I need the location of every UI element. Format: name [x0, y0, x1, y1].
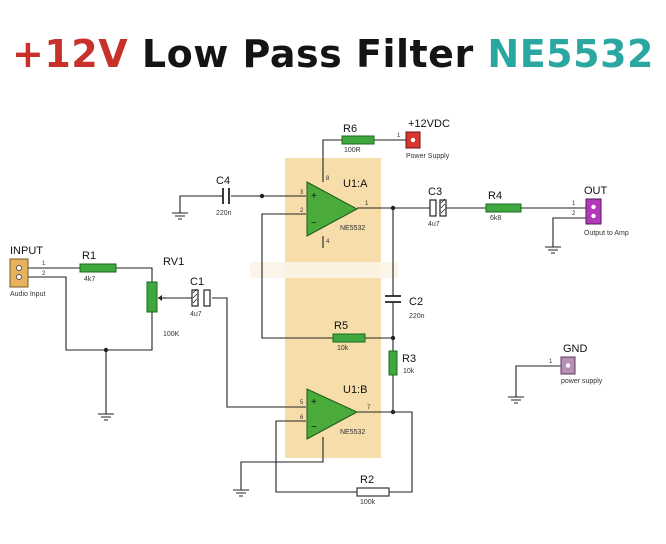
r2-ref: R2 — [360, 474, 374, 486]
gnd-connector — [560, 356, 576, 375]
r3-val: 10k — [403, 368, 415, 375]
r6-resistor — [341, 135, 375, 145]
page-title: +12V Low Pass Filter NE5532 — [0, 32, 666, 76]
gnd-label: GND — [563, 343, 588, 355]
svg-text:+: + — [311, 397, 317, 408]
r2-val: 100k — [360, 499, 376, 506]
input-desc: Audio Input — [10, 291, 45, 298]
title-voltage: +12V — [12, 32, 129, 76]
u1b-pin5: 5 — [300, 400, 304, 406]
u1a-pin2: 2 — [300, 208, 304, 214]
u1b-opamp: + − — [306, 388, 359, 440]
u1b-part: NE5532 — [340, 429, 365, 436]
r6-ref: R6 — [343, 123, 357, 135]
vdc-connector — [405, 131, 421, 149]
c3-ref: C3 — [428, 186, 442, 198]
r4-val: 6k8 — [490, 215, 501, 222]
rv1-potentiometer — [146, 281, 166, 313]
rv1-val: 100K — [163, 331, 180, 338]
c4-capacitor — [219, 188, 230, 204]
u1a-ref: U1:A — [343, 178, 368, 190]
c1-ref: C1 — [190, 276, 204, 288]
input-pin2: 2 — [42, 271, 46, 277]
vdc-desc: Power Supply — [406, 153, 450, 160]
r1-ref: R1 — [82, 250, 96, 262]
rv1-ref: RV1 — [163, 256, 184, 268]
r2-resistor — [356, 487, 390, 497]
c1-capacitor — [191, 288, 211, 307]
r6-val: 100R — [344, 147, 361, 154]
out-desc: Output to Amp — [584, 230, 629, 237]
r3-resistor — [388, 350, 398, 376]
r5-ref: R5 — [334, 320, 348, 332]
u1a-pin4: 4 — [326, 239, 330, 245]
title-main: Low Pass Filter — [128, 32, 488, 76]
input-label: INPUT — [10, 245, 43, 257]
fade-strip — [250, 262, 398, 278]
r5-resistor — [332, 333, 366, 343]
c2-ref: C2 — [409, 296, 423, 308]
out-label: OUT — [584, 185, 608, 197]
c4-val: 220n — [216, 210, 232, 217]
input-pin1: 1 — [42, 261, 46, 267]
u1a-pin8: 8 — [326, 176, 330, 182]
vdc-pin: 1 — [397, 133, 401, 139]
out-connector — [585, 198, 602, 225]
svg-text:−: − — [311, 218, 317, 229]
svg-text:−: − — [311, 422, 317, 433]
c2-capacitor — [385, 295, 401, 318]
input-connector — [9, 258, 29, 288]
u1b-pin7: 7 — [367, 405, 371, 411]
gnd-desc: power supply — [561, 378, 603, 385]
r1-resistor — [79, 263, 117, 273]
svg-text:+: + — [311, 191, 317, 202]
vdc-label: +12VDC — [408, 118, 450, 130]
r3-ref: R3 — [402, 353, 416, 365]
c1-val: 4u7 — [190, 311, 202, 318]
c3-val: 4u7 — [428, 221, 440, 228]
c4-ref: C4 — [216, 175, 230, 187]
u1a-pin1: 1 — [365, 201, 369, 207]
r4-resistor — [485, 203, 522, 213]
gnd-pin: 1 — [549, 359, 553, 365]
out-pin2: 2 — [572, 211, 576, 217]
r1-val: 4k7 — [84, 276, 95, 283]
out-pin1: 1 — [572, 201, 576, 207]
u1a-part: NE5532 — [340, 225, 365, 232]
junction-dots — [103, 193, 396, 415]
wires — [28, 139, 586, 493]
r5-val: 10k — [337, 345, 349, 352]
u1a-pin3: 3 — [300, 190, 304, 196]
ground-symbols — [98, 212, 561, 497]
c3-capacitor — [429, 198, 447, 217]
title-chip: NE5532 — [487, 32, 654, 76]
u1a-opamp: + − — [306, 181, 359, 237]
u1b-pin6: 6 — [300, 415, 304, 421]
c2-val: 220n — [409, 313, 425, 320]
r4-ref: R4 — [488, 190, 502, 202]
u1b-ref: U1:B — [343, 384, 367, 396]
